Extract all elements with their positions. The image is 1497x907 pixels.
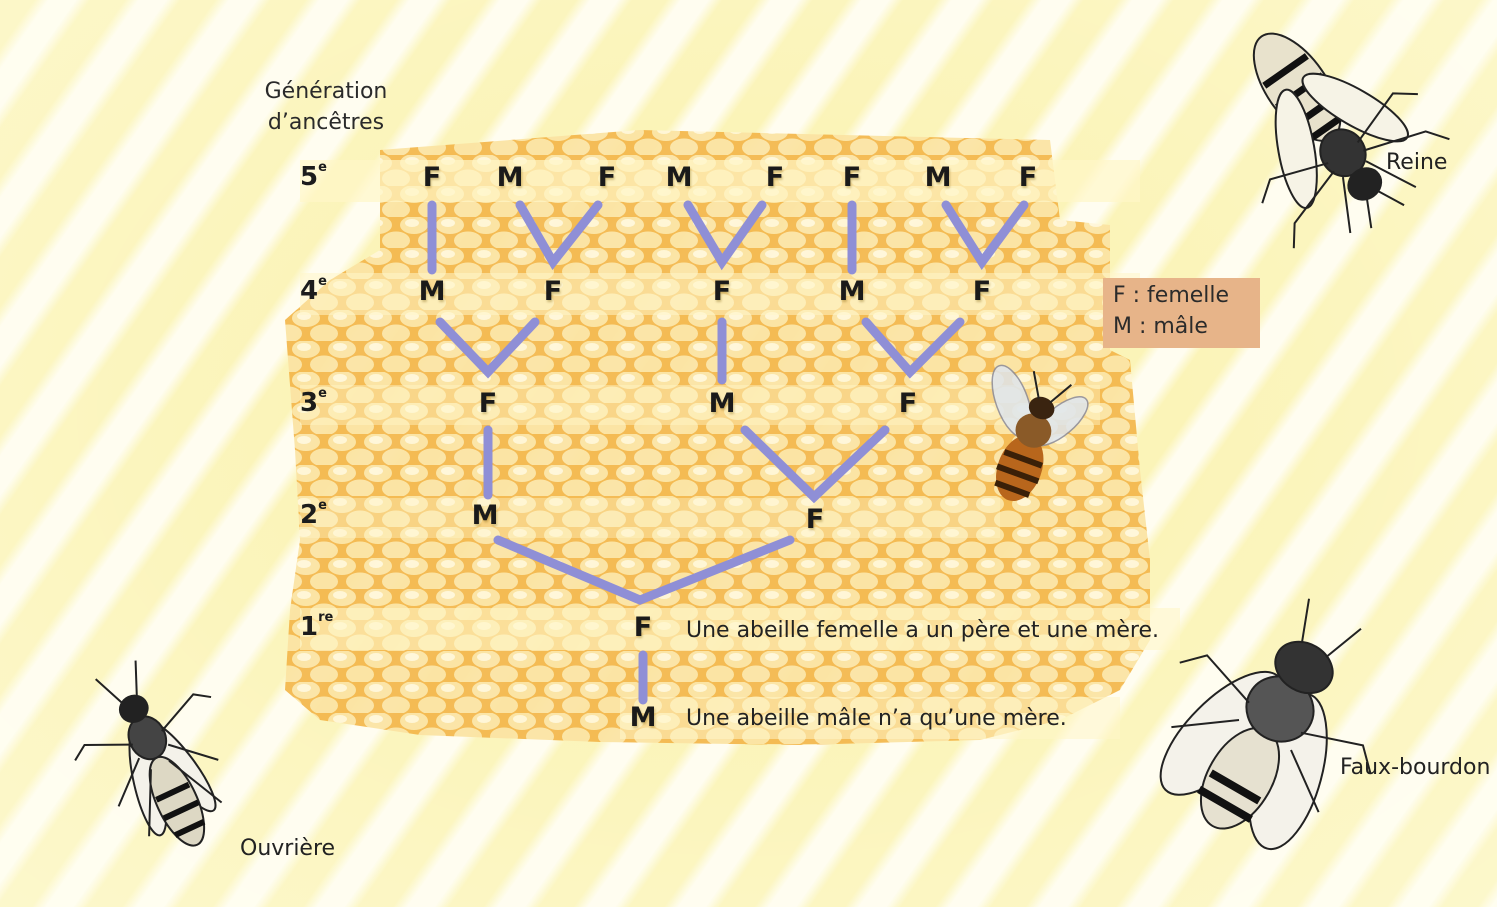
drone-bee-illustration [1117,559,1431,882]
node-g0: M [625,702,661,733]
node-g5-8: F [1010,162,1046,193]
node-g3-2: M [704,388,740,419]
legend-male: M : mâle [1113,314,1208,339]
caption-female: Une abeille femelle a un père et une mèr… [686,618,1159,643]
label-drone: Faux-bourdon [1340,755,1490,780]
node-g4-4: M [834,276,870,307]
generation-header-line1: Génération [246,76,406,107]
node-g5-6: F [834,162,870,193]
legend-female: F : femelle [1113,283,1229,308]
node-g4-5: F [964,276,1000,307]
node-g4-2: F [535,276,571,307]
node-g2-1: M [467,500,503,531]
queen-bee-illustration [1184,0,1466,271]
node-g4-1: M [414,276,450,307]
node-g5-2: M [492,162,528,193]
node-g5-7: M [920,162,956,193]
node-g4-3: F [704,276,740,307]
node-g2-2: F [797,504,833,535]
node-g3-1: F [470,388,506,419]
node-g5-1: F [414,162,450,193]
generation-header: Génération d’ancêtres [246,76,406,138]
legend: F : femelle M : mâle [1103,278,1260,348]
generation-label-1: 1re [300,612,360,642]
node-g5-5: F [757,162,793,193]
node-g5-3: F [589,162,625,193]
node-g5-4: M [661,162,697,193]
node-g3-3: F [890,388,926,419]
caption-male: Une abeille mâle n’a qu’une mère. [686,706,1067,731]
label-queen: Reine [1386,150,1447,175]
generation-label-3: 3e [300,388,360,418]
generation-label-5: 5e [300,162,360,192]
node-g1: F [625,612,661,643]
generation-header-line2: d’ancêtres [246,107,406,138]
generation-label-2: 2e [300,500,360,530]
worker-bee-illustration [48,638,266,876]
label-worker: Ouvrière [240,836,335,861]
generation-label-4: 4e [300,276,360,306]
